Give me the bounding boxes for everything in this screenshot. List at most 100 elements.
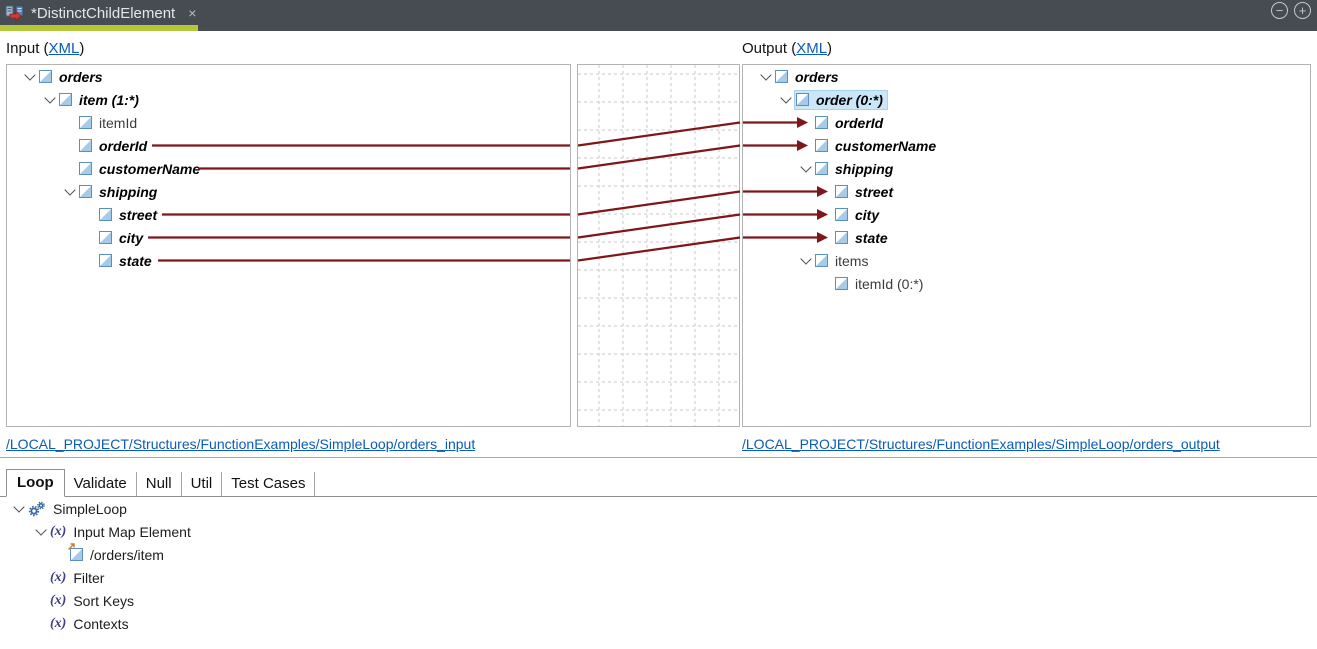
reference-arrow-icon [68,543,75,550]
tab-validate[interactable]: Validate [65,472,137,496]
chevron-down-icon[interactable] [780,91,792,104]
element-ref-icon [70,548,83,561]
map-file-icon [5,5,24,21]
node-label: item (1:*) [79,91,139,108]
node-label: orderId [835,114,884,131]
func-node-sort-keys[interactable]: (x) Sort Keys [0,589,1317,612]
node-label: Input Map Element [73,523,191,540]
output-structure-path: /LOCAL_PROJECT/Structures/FunctionExampl… [742,436,1220,452]
node-label: city [119,229,144,246]
output-pane-header: Output (XML) [742,40,833,57]
rule-tabs: Loop Validate Null Util Test Cases [0,469,1317,497]
chevron-down-icon[interactable] [64,183,76,196]
element-icon [59,93,72,106]
input-node-customername[interactable]: customerName [7,157,570,180]
chevron-down-icon[interactable] [44,91,56,104]
input-node-street[interactable]: street [7,203,570,226]
output-node-shipping[interactable]: shipping [743,157,1310,180]
node-label: Contexts [73,615,129,632]
node-label: order (0:*) [816,91,883,108]
chevron-down-icon[interactable] [800,252,812,265]
horizontal-splitter[interactable] [0,457,1317,462]
element-icon [835,231,848,244]
mapping-grid [578,65,739,426]
node-label: Sort Keys [73,592,135,609]
output-node-items[interactable]: items [743,249,1310,272]
element-icon [79,185,92,198]
tab-loop[interactable]: Loop [6,469,65,497]
output-node-customername[interactable]: customerName [743,134,1310,157]
node-label: street [119,206,158,223]
input-node-orders[interactable]: orders [7,65,570,88]
output-node-orders[interactable]: orders [743,65,1310,88]
input-node-orderid[interactable]: orderId [7,134,570,157]
element-icon [815,139,828,152]
input-node-item[interactable]: item (1:*) [7,88,570,111]
input-node-itemid[interactable]: itemId [7,111,570,134]
minimize-icon[interactable]: − [1271,2,1288,19]
selected-node[interactable]: order (0:*) [794,89,888,110]
chevron-down-icon[interactable] [35,523,47,536]
node-label: SimpleLoop [53,500,127,517]
output-node-street[interactable]: street [743,180,1310,203]
function-icon: (x) [50,570,67,585]
loop-function-tree: SimpleLoop (x) Input Map Element /orders… [0,497,1317,635]
chevron-down-icon[interactable] [800,160,812,173]
element-icon [39,70,52,83]
element-icon [99,254,112,267]
node-label: state [855,229,888,246]
output-node-order[interactable]: order (0:*) [743,88,1310,111]
node-label: orders [59,68,103,85]
tab-util[interactable]: Util [182,472,223,496]
tab-test-cases[interactable]: Test Cases [222,472,316,496]
func-node-input-map-element[interactable]: (x) Input Map Element [0,520,1317,543]
input-pane-header: Input (XML) [6,40,85,57]
func-node-contexts[interactable]: (x) Contexts [0,612,1317,635]
chevron-down-icon[interactable] [13,500,25,513]
element-icon [79,139,92,152]
node-label: customerName [99,160,201,177]
function-icon: (x) [50,593,67,608]
node-label: /orders/item [90,546,164,563]
output-xml-link[interactable]: XML [796,40,828,57]
input-node-state[interactable]: state [7,249,570,272]
input-path-link[interactable]: /LOCAL_PROJECT/Structures/FunctionExampl… [6,436,476,452]
node-label: customerName [835,137,937,154]
output-node-orderid[interactable]: orderId [743,111,1310,134]
output-node-itemid[interactable]: itemId (0:*) [743,272,1310,295]
chevron-down-icon[interactable] [760,68,772,81]
func-node-orders-item[interactable]: /orders/item [0,543,1317,566]
chevron-down-icon[interactable] [24,68,36,81]
node-label: orders [795,68,839,85]
node-label: itemId [99,114,138,131]
tab-distinctchildelement[interactable]: *DistinctChildElement × [0,0,206,26]
input-node-shipping[interactable]: shipping [7,180,570,203]
output-node-city[interactable]: city [743,203,1310,226]
func-node-simpleloop[interactable]: SimpleLoop [0,497,1317,520]
close-icon[interactable]: × [188,5,197,21]
node-label: shipping [835,160,894,177]
element-icon [815,116,828,129]
element-icon [99,208,112,221]
input-xml-link[interactable]: XML [48,40,80,57]
tab-null[interactable]: Null [137,472,182,496]
element-icon [79,162,92,175]
gears-icon [28,501,45,516]
input-structure-path: /LOCAL_PROJECT/Structures/FunctionExampl… [6,436,475,452]
function-icon: (x) [50,524,67,539]
output-path-link[interactable]: /LOCAL_PROJECT/Structures/FunctionExampl… [742,436,1220,452]
maximize-icon[interactable]: + [1294,2,1311,19]
element-icon [775,70,788,83]
input-label: Input ( [6,40,49,57]
node-label: itemId (0:*) [855,275,924,292]
output-node-state[interactable]: state [743,226,1310,249]
func-node-filter[interactable]: (x) Filter [0,566,1317,589]
node-label: city [855,206,880,223]
element-icon [835,185,848,198]
input-node-city[interactable]: city [7,226,570,249]
node-label: street [855,183,894,200]
node-label: items [835,252,869,269]
element-icon [815,254,828,267]
tab-title: *DistinctChildElement [31,4,176,22]
output-tree-panel: orders order (0:*) orderId customerName … [742,64,1311,427]
